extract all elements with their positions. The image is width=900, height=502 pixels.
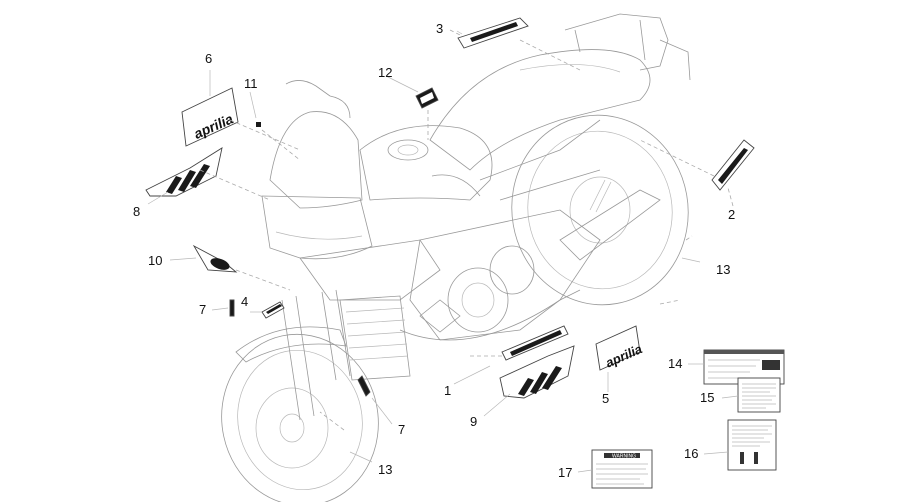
fuel-tank	[359, 125, 493, 201]
luggage-rack	[564, 13, 691, 81]
decal-8	[145, 147, 223, 197]
seat	[429, 49, 651, 171]
decal-2	[711, 139, 755, 191]
decal-11	[256, 122, 261, 127]
callout-numbers: 3 12 6 11 2 8 10 13 7 4 14 1 5 15 9 7 16…	[133, 21, 735, 480]
label-15	[737, 377, 781, 413]
decal-12	[415, 87, 439, 109]
swingarm	[559, 189, 661, 261]
callout-4: 4	[241, 294, 248, 309]
windscreen	[269, 111, 363, 209]
callout-12: 12	[378, 65, 392, 80]
callout-3: 3	[436, 21, 443, 36]
decal-1	[501, 325, 569, 361]
warning-label-text: WARNING	[612, 454, 636, 460]
callout-17: 17	[558, 465, 572, 480]
decal-7b	[357, 375, 371, 397]
callout-7b: 7	[398, 422, 405, 437]
decal-9	[499, 345, 575, 399]
engine-cover	[447, 267, 509, 333]
radiator	[339, 295, 411, 381]
callout-1: 1	[444, 383, 451, 398]
decal-6: aprilia	[181, 87, 239, 147]
callout-11: 11	[244, 76, 258, 91]
decal-3	[457, 17, 529, 49]
callout-13b: 13	[378, 462, 392, 477]
callout-15: 15	[700, 390, 714, 405]
callout-6: 6	[205, 51, 212, 66]
callout-13a: 13	[716, 262, 730, 277]
callout-2: 2	[728, 207, 735, 222]
decal-4	[261, 301, 285, 319]
leader-lines	[147, 29, 739, 473]
callout-8: 8	[133, 204, 140, 219]
callout-14: 14	[668, 356, 682, 371]
rear-wheel	[511, 114, 689, 306]
motorcycle-outline	[221, 13, 691, 502]
callout-5: 5	[602, 391, 609, 406]
decal-10	[192, 244, 238, 273]
callout-16: 16	[684, 446, 698, 461]
callout-7a: 7	[199, 302, 206, 317]
decal-7a	[229, 299, 235, 317]
label-16	[727, 419, 777, 471]
brake-disc	[255, 387, 329, 469]
label-17: WARNING	[591, 449, 653, 489]
callout-9: 9	[470, 414, 477, 429]
decal-5: aprilia	[595, 325, 644, 371]
callout-10: 10	[148, 253, 162, 268]
